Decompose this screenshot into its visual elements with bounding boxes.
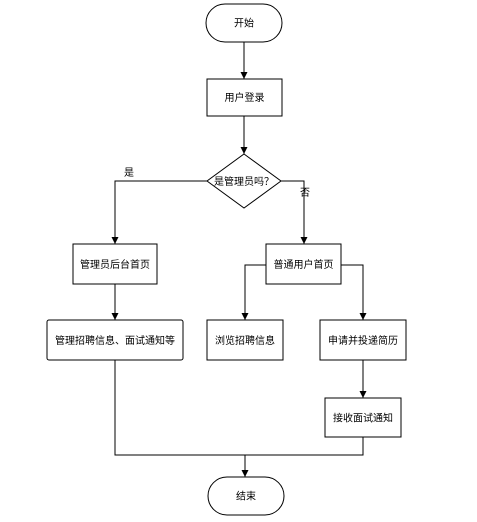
edge-user-home-to-browse: [241, 264, 266, 320]
end-node-label: 结束: [236, 490, 256, 503]
edge-manage-to-merge: [114, 360, 245, 456]
start-node: [205, 3, 283, 43]
edge-decision-no: [281, 180, 308, 244]
manage-info-node-label: 管理招聘信息、面试通知等: [55, 334, 175, 347]
yes-label: 是: [124, 167, 134, 179]
edge-decision-yes: [111, 180, 207, 244]
browse-jobs-node: [206, 319, 284, 361]
admin-home-node-label: 管理员后台首页: [80, 258, 150, 271]
is-admin-decision: [206, 153, 282, 209]
admin-home-node: [72, 243, 158, 285]
login-node: [206, 78, 283, 117]
edge-user-home-to-apply: [341, 264, 367, 320]
user-home-node: [265, 243, 342, 285]
apply-resume-node: [319, 319, 407, 361]
is-admin-decision-label: 是管理员吗？: [214, 175, 274, 188]
edge-notice-to-merge: [245, 437, 364, 456]
manage-info-node: [46, 319, 184, 361]
login-node-label: 用户登录: [225, 91, 265, 104]
user-home-node-label: 普通用户首页: [274, 258, 334, 271]
browse-jobs-node-label: 浏览招聘信息: [215, 334, 275, 347]
receive-notice-node-label: 接收面试通知: [333, 412, 393, 425]
end-node: [207, 476, 285, 516]
apply-resume-node-label: 申请并投递简历: [328, 334, 398, 347]
no-label: 否: [300, 187, 310, 199]
start-node-label: 开始: [234, 17, 254, 30]
edges: [111, 42, 367, 477]
receive-notice-node: [324, 397, 402, 438]
